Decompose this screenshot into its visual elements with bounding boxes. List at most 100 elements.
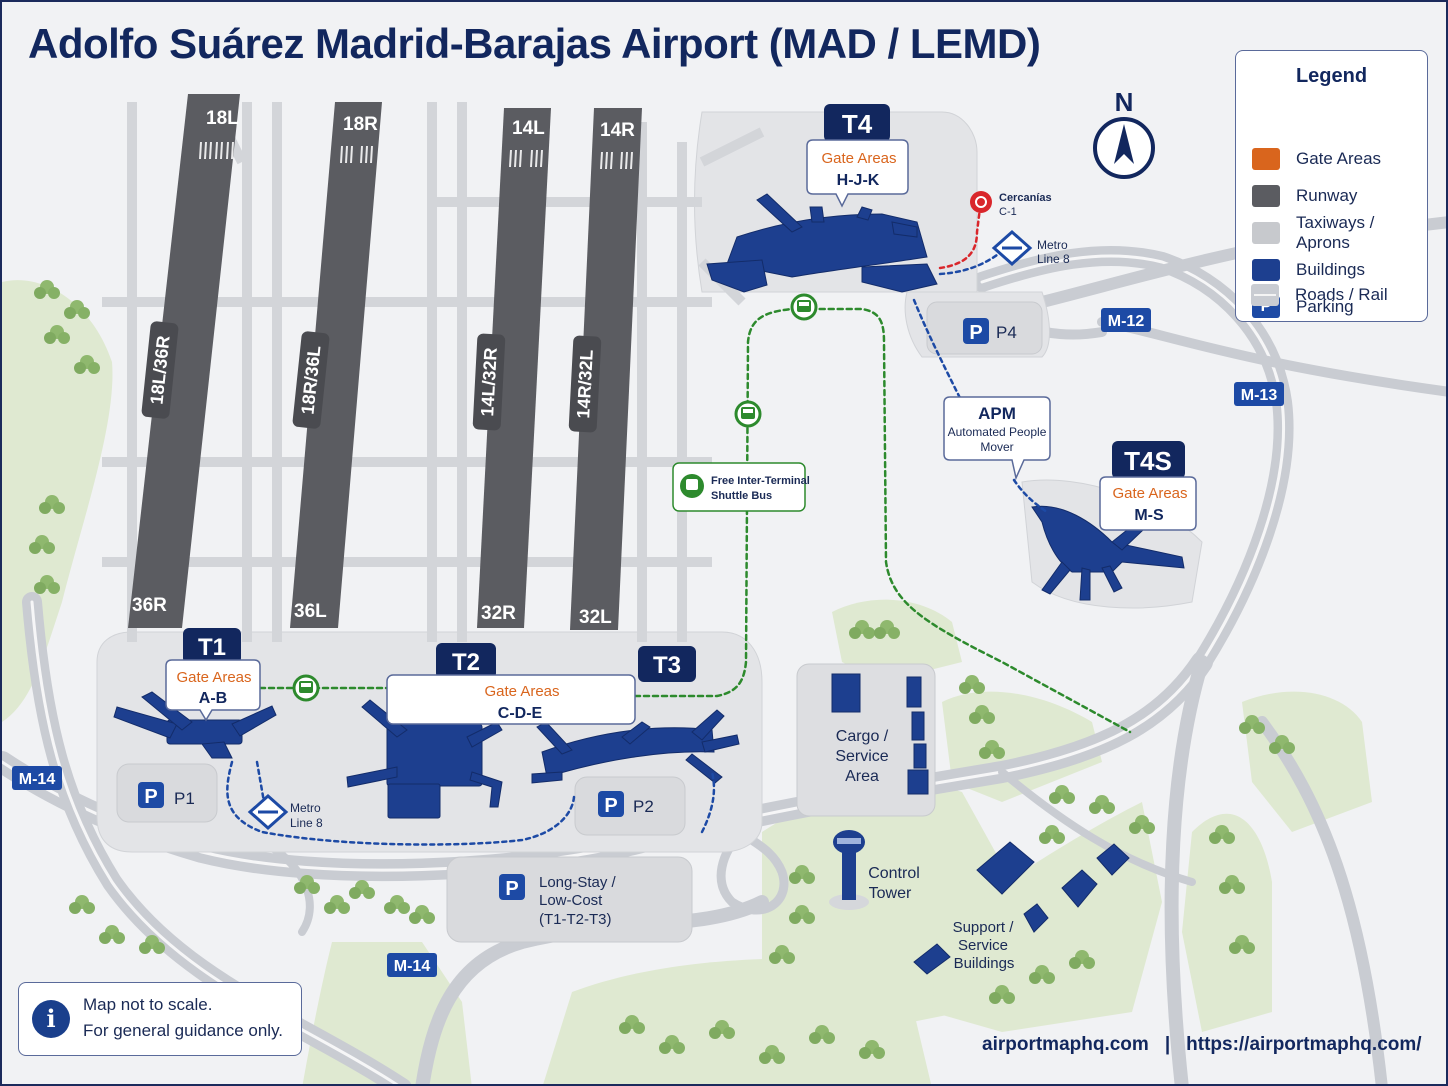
- terminal-t2-building: [346, 699, 503, 819]
- shuttle-bus-route: [258, 307, 1132, 734]
- bus-stop-icon-midway: [734, 400, 762, 428]
- apm-line: [912, 298, 1049, 514]
- support-buildings: [913, 841, 1130, 975]
- road-m12: M-12: [1101, 308, 1151, 332]
- terminal-t4-callout: T4 Gate Areas H-J-K: [806, 104, 909, 208]
- terminal-t1-callout: T1 Gate Areas A-B: [165, 628, 261, 722]
- legend-swatch-runway: [1252, 185, 1280, 207]
- parking-p4-glyph: P: [969, 322, 982, 344]
- terminal-t2-gates: C-D-E: [498, 705, 543, 722]
- runway-18R-36L: [290, 102, 382, 628]
- legend-item-roads: Roads / Rail: [1251, 282, 1388, 308]
- parking-p1-glyph: P: [144, 786, 157, 808]
- cercanias-line1: Cercanías: [999, 192, 1052, 204]
- cercanias-line: [938, 206, 982, 270]
- terminal-buildings: [113, 193, 1185, 975]
- runway-32R-bottom-label: 32R: [481, 603, 516, 624]
- support-label-line2: Service: [958, 937, 1008, 954]
- info-icon: i: [32, 1000, 70, 1038]
- runway-14R-32L: [570, 108, 642, 630]
- road-shields: M-12 M-13 M-14 M-14: [12, 308, 1284, 977]
- tower-label-line2: Tower: [869, 885, 912, 902]
- metro-t4-line1: Metro: [1037, 238, 1068, 252]
- parking-long-stay-line3: (T1-T2-T3): [539, 911, 612, 928]
- legend-swatch-road: [1251, 284, 1279, 306]
- terminal-t4s-gate-label: Gate Areas: [1112, 485, 1187, 502]
- tower-label-line1: Control: [868, 865, 920, 882]
- terminal-t4-gate-label: Gate Areas: [821, 150, 896, 167]
- cercanias-station: Cercanías C-1: [970, 191, 1052, 218]
- cercanias-icon: [970, 191, 992, 213]
- parking-p2-glyph: P: [604, 795, 617, 817]
- parking-p1-label: P1: [174, 789, 195, 808]
- legend-item-runway: Runway: [1252, 183, 1357, 209]
- footer-url[interactable]: https://airportmaphq.com/: [1186, 1034, 1422, 1055]
- page-title: Adolfo Suárez Madrid-Barajas Airport (MA…: [28, 20, 1041, 67]
- cargo-buildings: [831, 673, 929, 795]
- vegetation-areas: [2, 280, 1372, 1084]
- terminal-t1-gates: A-B: [199, 690, 227, 707]
- road-m13: M-13: [1234, 382, 1284, 406]
- metro-t1-line1: Metro: [290, 801, 321, 815]
- legend-label-gate: Gate Areas: [1296, 149, 1382, 168]
- apm-sub-line1: Automated People: [948, 425, 1047, 439]
- cercanias-line2: C-1: [999, 206, 1017, 218]
- legend-swatch-building: [1252, 259, 1280, 281]
- legend-title: Legend: [1295, 65, 1368, 87]
- transit-lines: [226, 206, 1132, 846]
- control-tower-icon: [829, 830, 869, 910]
- metro-t1: Metro Line 8: [247, 793, 323, 831]
- legend-label-road: Roads / Rail: [1295, 285, 1388, 304]
- legend-swatch-taxiway: [1252, 222, 1280, 244]
- bus-stop-icon-t4: [790, 293, 818, 321]
- note-line2: For general guidance only.: [83, 1021, 284, 1040]
- area-labels: Cargo / Service Area Control Tower Suppo…: [835, 728, 1014, 972]
- shuttle-stops: [292, 293, 818, 702]
- terminal-t1-building: [113, 691, 277, 759]
- footer-separator: |: [1164, 1034, 1171, 1055]
- legend-label-taxiway: Taxiways / Aprons: [1296, 213, 1375, 252]
- parking-p4: P P4: [963, 318, 1017, 344]
- parking-p1-icon: [138, 782, 164, 808]
- terminal-t2-name: T2: [452, 649, 480, 676]
- terminal-t2-callout: T2 Gate Areas C-D-E: [386, 643, 636, 725]
- parking-long-stay-icon: [499, 874, 525, 900]
- terminal-t1-gate-label: Gate Areas: [176, 669, 251, 686]
- metro-t1-line2: Line 8: [290, 816, 323, 830]
- parking-p2-label: P2: [633, 797, 654, 816]
- support-label-line1: Support /: [953, 919, 1015, 936]
- legend-swatch-gate: [1252, 148, 1280, 170]
- metro-t4: Metro Line 8: [991, 229, 1070, 267]
- legend-label-parking: Parking: [1296, 297, 1354, 316]
- legend-panel: Legend Gate Areas Runway Taxiways / Apro…: [1235, 50, 1428, 322]
- road-m14-bottom-label: M-14: [394, 958, 431, 975]
- runway-14L-32R-name: 14L/32R: [477, 347, 501, 417]
- terminal-t4-gates: H-J-K: [837, 172, 880, 189]
- cargo-label-line3: Area: [845, 768, 879, 785]
- legend-item-gate-areas: Gate Areas: [1252, 146, 1381, 172]
- north-label: N: [1115, 87, 1134, 117]
- terminal-t4-name: T4: [842, 109, 873, 139]
- runways: [128, 94, 642, 630]
- legend-item-buildings: Buildings: [1252, 257, 1365, 283]
- parking-p2: P P2: [598, 791, 654, 817]
- road-m14-left-label: M-14: [19, 771, 56, 788]
- footer: airportmaphq.com | https://airportmaphq.co…: [982, 1034, 1422, 1056]
- legend-item-taxiways: Taxiways / Aprons: [1252, 213, 1427, 252]
- north-compass: N: [1093, 87, 1155, 179]
- metro-line-8-t1: [226, 760, 716, 846]
- road-m14-bottom: M-14: [387, 953, 437, 977]
- legend-label-runway: Runway: [1296, 186, 1358, 205]
- parking-p1-area: [116, 763, 218, 823]
- terminal-t2-gate-label: Gate Areas: [484, 683, 559, 700]
- footer-site[interactable]: airportmaphq.com: [982, 1034, 1149, 1055]
- shuttle-label-line1: Free Inter-Terminal: [711, 475, 810, 487]
- runway-labels: 18L 18R 14L 14R 36R 36L 32R 32L: [132, 108, 635, 628]
- terminal-t4s-name: T4S: [1124, 446, 1172, 476]
- runway-14L-32R: [477, 108, 551, 628]
- terminal-t4-building: [706, 193, 938, 293]
- shuttle-label-line2: Shuttle Bus: [711, 490, 772, 502]
- runway-36R-bottom-label: 36R: [132, 595, 167, 616]
- terminal-t3-name: T3: [653, 652, 681, 679]
